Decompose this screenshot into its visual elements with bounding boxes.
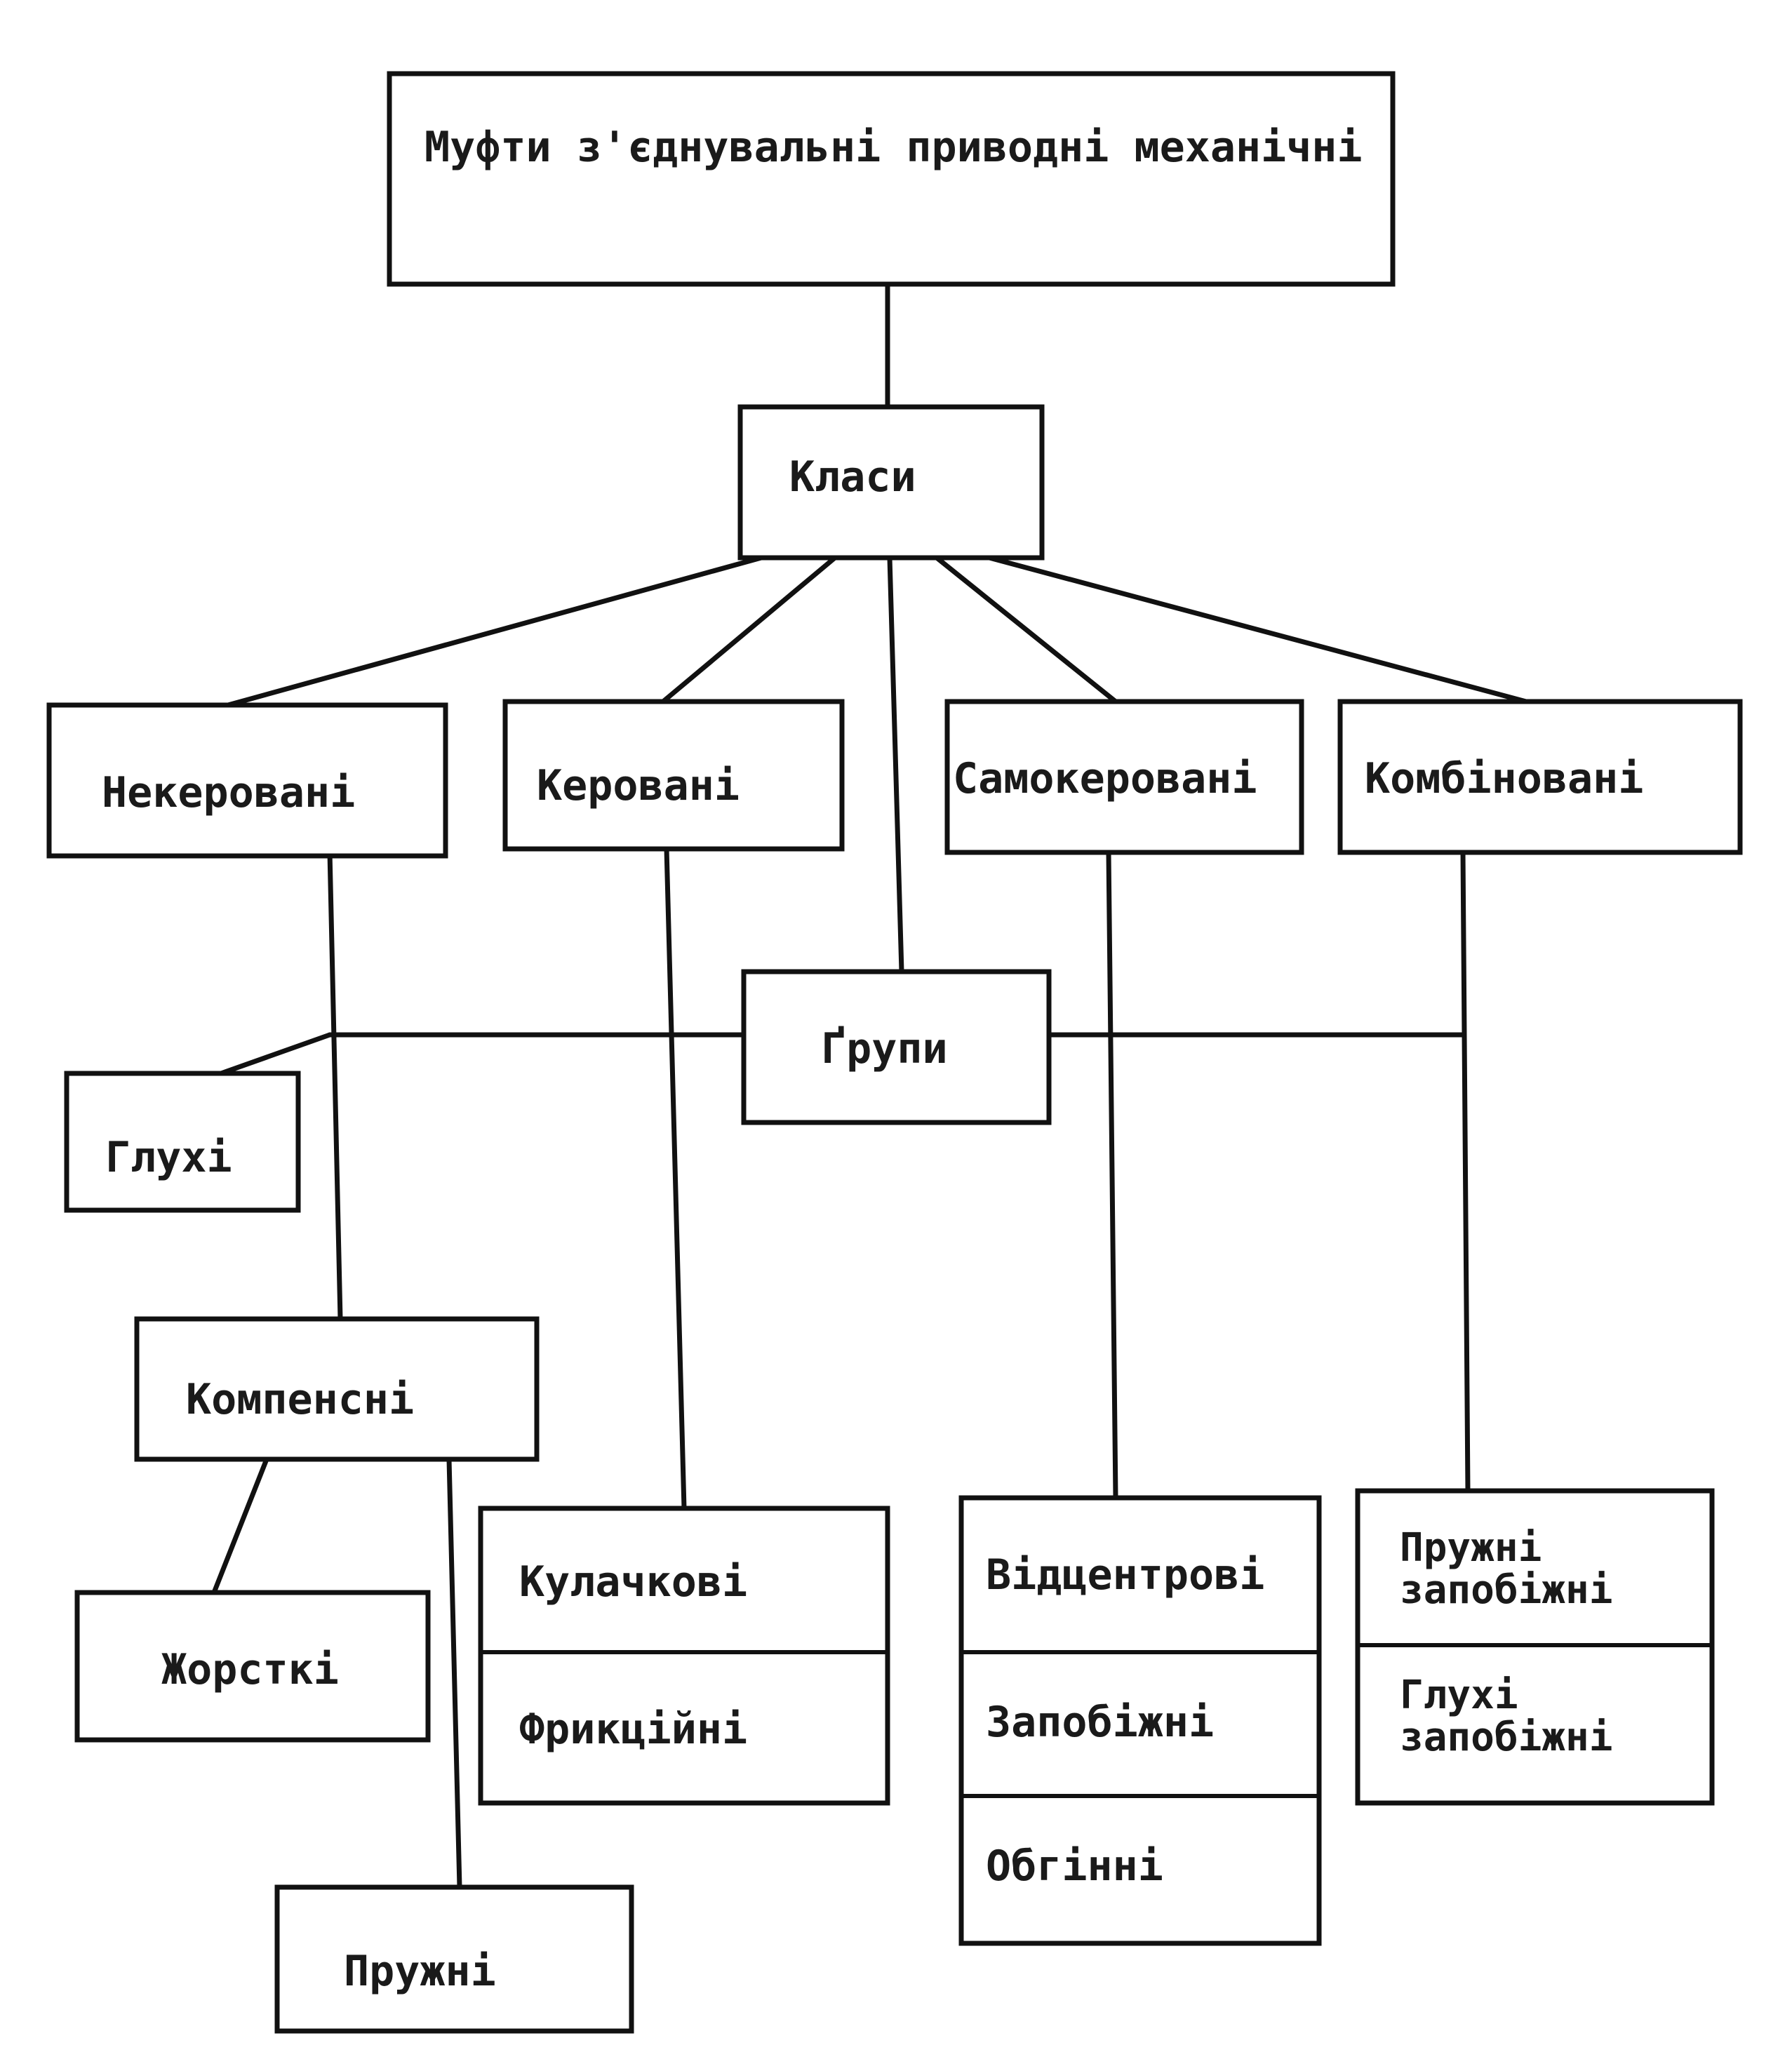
class-controlled: Керовані [502, 699, 845, 852]
combined-item-2-line2: запобіжні [1400, 1715, 1612, 1760]
class-combined: Комбіновані [1337, 699, 1743, 855]
group-blind-label: Глухі [105, 1133, 232, 1182]
group-blind: Глухі [64, 1071, 301, 1213]
root-node: Муфти з'єднувальні приводні механічні [387, 71, 1396, 287]
link-compensating-elastic [446, 1456, 462, 1890]
link-controlled-down [664, 846, 687, 1511]
link-classes-combined [987, 555, 1529, 704]
group-compensating-label: Компенсні [186, 1375, 414, 1424]
link-classes-uncontrolled [225, 555, 764, 708]
class-controlled-label: Керовані [537, 761, 740, 810]
controlled-item-cam: Кулачкові [519, 1557, 747, 1607]
class-uncontrolled-label: Некеровані [102, 768, 355, 817]
combined-stack: Пружні запобіжні Глухі запобіжні [1355, 1488, 1715, 1806]
group-rigid-label: Жорсткі [161, 1645, 339, 1694]
root-label: Муфти з'єднувальні приводні механічні [424, 123, 1363, 172]
link-classes-selfcontrolled [934, 555, 1118, 704]
link-classes-controlled [660, 555, 838, 704]
selfcontrolled-item-overrunning: Обгінні [986, 1842, 1163, 1891]
selfcontrolled-item-centrifugal: Відцентрові [986, 1550, 1264, 1600]
combined-item-1-line2: запобіжні [1400, 1567, 1612, 1613]
class-combined-label: Комбіновані [1365, 754, 1643, 803]
class-selfcontrolled: Самокеровані [944, 699, 1304, 855]
groups-label: Ґрупи [821, 1024, 948, 1073]
combined-item-1-line1: Пружні [1400, 1525, 1542, 1571]
class-selfcontrolled-label: Самокеровані [953, 754, 1257, 803]
link-selfcontrolled-down [1106, 850, 1118, 1501]
link-groups-blind [218, 1032, 333, 1076]
controlled-stack: Кулачкові Фрикційні [478, 1506, 890, 1806]
combined-item-2-line1: Глухі [1400, 1673, 1518, 1718]
link-combined-down [1460, 850, 1471, 1494]
selfcontrolled-item-safety: Запобіжні [986, 1698, 1214, 1747]
connectors [211, 278, 1529, 1890]
group-rigid: Жорсткі [74, 1590, 431, 1743]
class-uncontrolled: Некеровані [46, 702, 448, 859]
groups-node: Ґрупи [741, 969, 1052, 1125]
link-classes-groups [887, 555, 904, 974]
link-compensating-rigid [211, 1456, 269, 1595]
classes-label: Класи [789, 453, 916, 502]
group-elastic: Пружні [274, 1884, 634, 2034]
link-uncontrolled-down [327, 850, 343, 1322]
controlled-item-friction: Фрикційні [519, 1705, 747, 1754]
classes-node: Класи [737, 404, 1045, 561]
group-elastic-label: Пружні [344, 1947, 496, 1996]
selfcontrolled-stack: Відцентрові Запобіжні Обгінні [958, 1495, 1322, 1946]
group-compensating: Компенсні [134, 1316, 540, 1462]
